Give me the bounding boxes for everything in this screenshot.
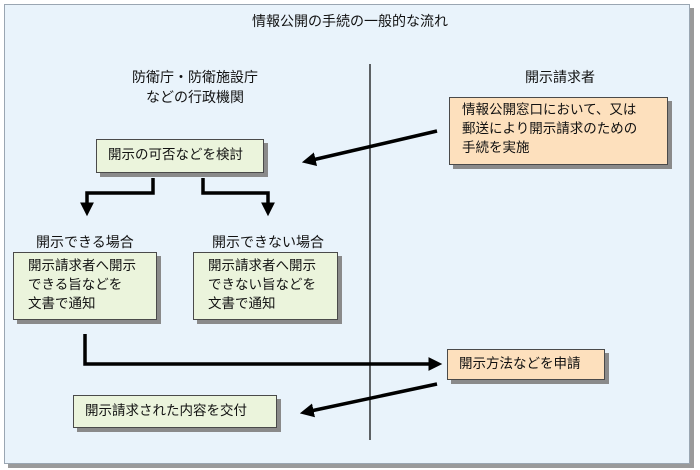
notice-nondisclose-line3: 文書で通知 (208, 296, 276, 312)
arrow-review-to-disclose (80, 178, 155, 217)
request-line1: 情報公開窓口において、又は (462, 102, 637, 118)
notice-disclose-line3: 文書で通知 (28, 296, 96, 312)
arrow-review-to-nondisclose (201, 178, 275, 217)
request-procedure-box: 情報公開窓口において、又は 郵送により開示請求のための 手続を実施 (449, 97, 668, 165)
notice-nondisclose-line1: 開示請求者へ開示 (208, 258, 316, 274)
apply-method-box: 開示方法などを申請 (447, 349, 605, 380)
arrow-request-to-review (301, 129, 438, 167)
request-line2: 郵送により開示請求のための (462, 121, 638, 137)
notice-disclose-line1: 開示請求者へ開示 (28, 258, 136, 274)
agency-heading-line2: などの行政機関 (146, 90, 244, 106)
deliver-box: 開示請求された内容を交付 (73, 395, 277, 428)
nondisclose-case-label: 開示できない場合 (212, 235, 324, 251)
notice-nondisclose-line2: できない旨などを (208, 277, 316, 293)
requester-column-heading: 開示請求者 (525, 70, 595, 86)
agency-heading-line1: 防衛庁・防衛施設庁 (132, 70, 258, 86)
agency-column-heading: 防衛庁・防衛施設庁 などの行政機関 (95, 68, 295, 108)
diagram-title: 情報公開の手続の一般的な流れ (252, 14, 448, 30)
arrow-notice-to-apply (83, 334, 443, 371)
notice-disclose-box: 開示請求者へ開示 できる旨などを 文書で通知 (13, 252, 157, 320)
notice-disclose-line2: できる旨などを (28, 277, 123, 293)
review-box: 開示の可否などを検討 (96, 139, 264, 173)
notice-nondisclose-box: 開示請求者へ開示 できない旨などを 文書で通知 (193, 252, 338, 320)
request-line3: 手続を実施 (462, 140, 530, 156)
arrow-apply-to-deliver (299, 382, 438, 418)
diagram-frame (4, 4, 690, 464)
disclose-case-label: 開示できる場合 (36, 235, 134, 251)
